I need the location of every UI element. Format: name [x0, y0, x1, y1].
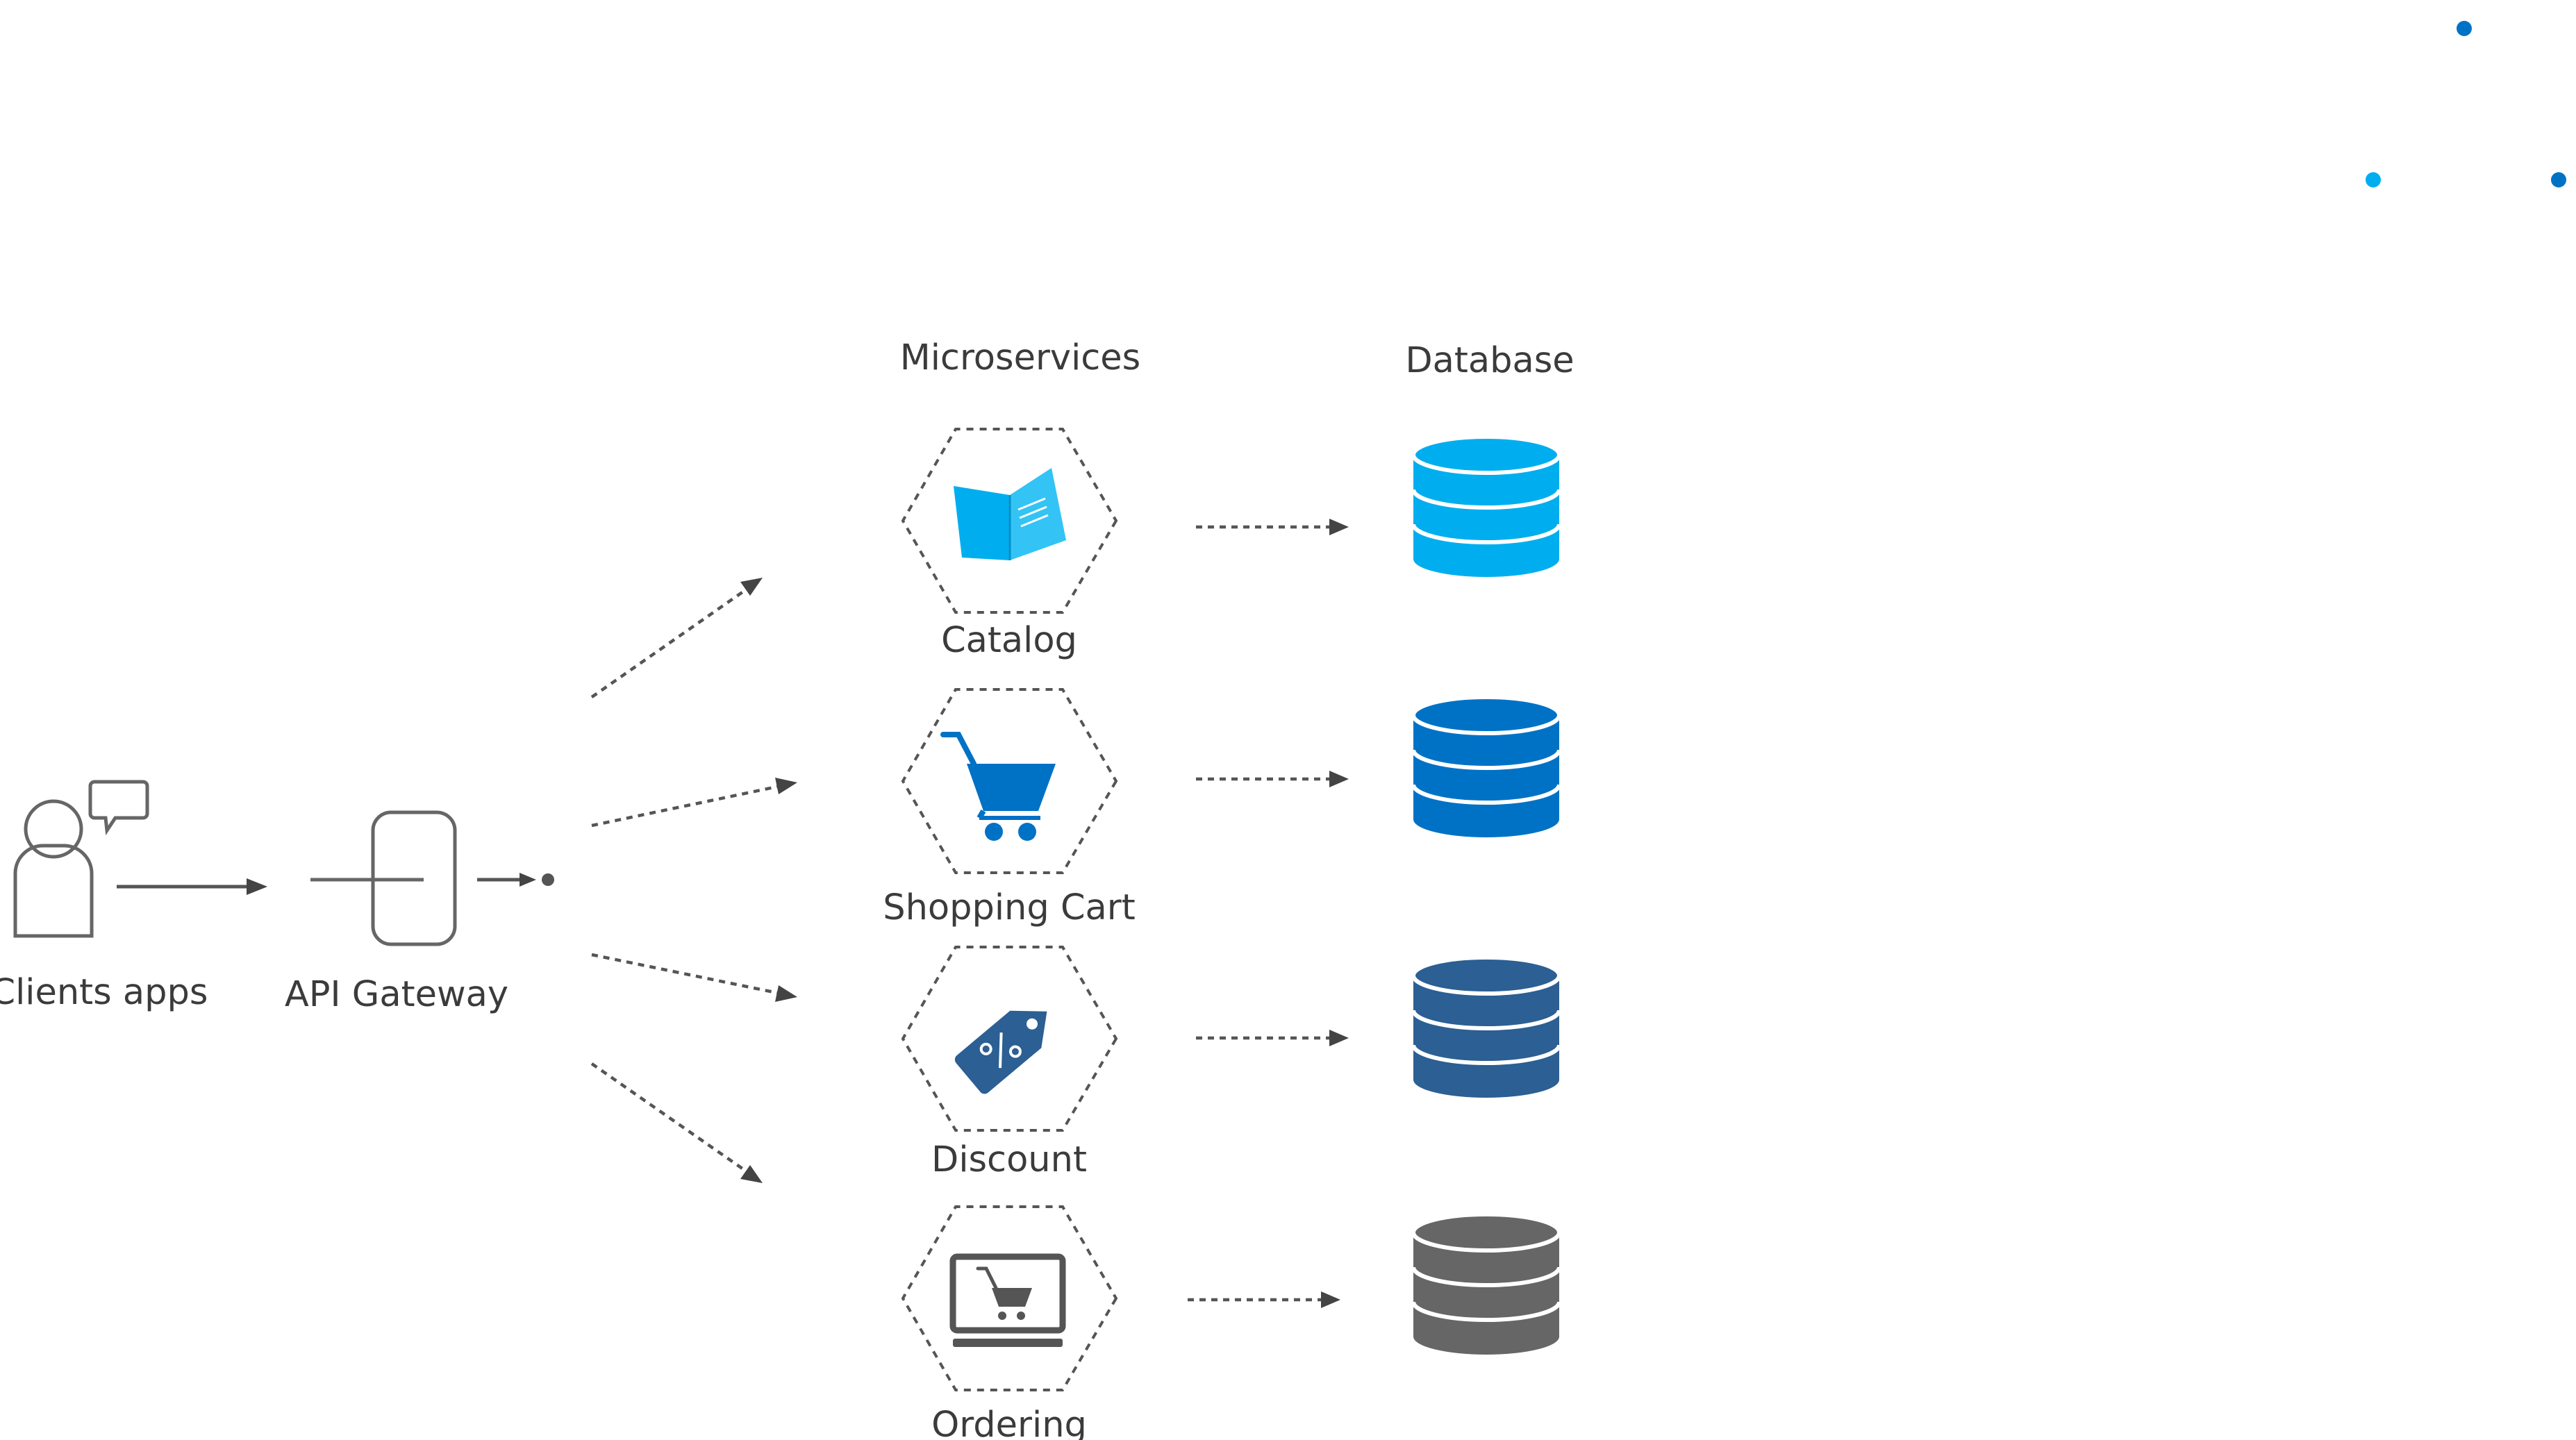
clients-apps-label: Clients apps: [0, 972, 208, 1013]
decorative-dots: [2366, 21, 2566, 187]
ordering-database-icon: [1411, 1212, 1561, 1355]
api-gateway-label: API Gateway: [285, 974, 508, 1015]
service-discount: Discount: [901, 946, 1561, 1180]
database-band-1: [1411, 1010, 1561, 1030]
catalog-book-icon: [954, 468, 1066, 560]
database-band-1: [1411, 1266, 1561, 1287]
gateway-fanout-arrows: [590, 578, 797, 1183]
database-band-1: [1411, 489, 1561, 510]
catalog-hexagon: [901, 428, 1118, 614]
database-top: [1411, 695, 1561, 735]
shopping-cart-label: Shopping Cart: [883, 887, 1136, 928]
database-band-2: [1411, 1044, 1561, 1065]
service-catalog: Catalog: [901, 428, 1561, 661]
clients-apps-node: Clients apps: [0, 780, 208, 1013]
database-body: [1413, 976, 1559, 1098]
database-top: [1411, 435, 1561, 475]
database-body: [1413, 715, 1559, 837]
ordering-to-db-arrow: [1188, 1291, 1340, 1308]
catalog-to-db-arrow: [1196, 519, 1349, 535]
database-header: Database: [1405, 340, 1574, 381]
shopping-cart-database-icon: [1411, 695, 1561, 837]
arrow-to-shopping-cart: [591, 778, 797, 828]
laptop-cart-icon: [949, 1253, 1066, 1347]
database-band-2: [1411, 784, 1561, 805]
discount-hexagon: [901, 946, 1118, 1132]
dot-left: [2366, 172, 2381, 187]
database-band-2: [1411, 524, 1561, 544]
database-body: [1413, 1232, 1559, 1355]
shopping-cart-icon: [940, 732, 1056, 841]
gateway-icon: [310, 810, 457, 946]
discount-tag-icon: [954, 1010, 1047, 1094]
service-shopping-cart: Shopping Cart: [883, 688, 1561, 928]
dot-right: [2551, 172, 2566, 187]
arrow-to-discount: [591, 953, 797, 1002]
ordering-hexagon: [901, 1205, 1118, 1391]
database-band-1: [1411, 749, 1561, 770]
database-band-2: [1411, 1301, 1561, 1322]
database-top: [1411, 955, 1561, 996]
service-ordering: Ordering: [901, 1205, 1561, 1440]
api-gateway-node: API Gateway: [285, 810, 554, 1015]
arrow-to-ordering: [590, 1062, 763, 1183]
discount-database-icon: [1411, 955, 1561, 1098]
database-body: [1413, 455, 1559, 577]
database-top: [1411, 1212, 1561, 1253]
ordering-label: Ordering: [931, 1405, 1087, 1440]
catalog-database-icon: [1411, 435, 1561, 577]
dot-top: [2457, 21, 2472, 36]
shopping-cart-hexagon: [901, 688, 1118, 874]
discount-label: Discount: [931, 1139, 1087, 1180]
shopping-cart-to-db-arrow: [1196, 771, 1349, 787]
client-user-icon: [13, 780, 149, 938]
microservices-header: Microservices: [900, 337, 1141, 378]
client-to-gateway-arrow: [117, 878, 267, 895]
discount-to-db-arrow: [1196, 1030, 1349, 1046]
gateway-output-dot: [542, 873, 554, 886]
catalog-label: Catalog: [941, 620, 1077, 661]
arrow-to-catalog: [590, 578, 763, 698]
